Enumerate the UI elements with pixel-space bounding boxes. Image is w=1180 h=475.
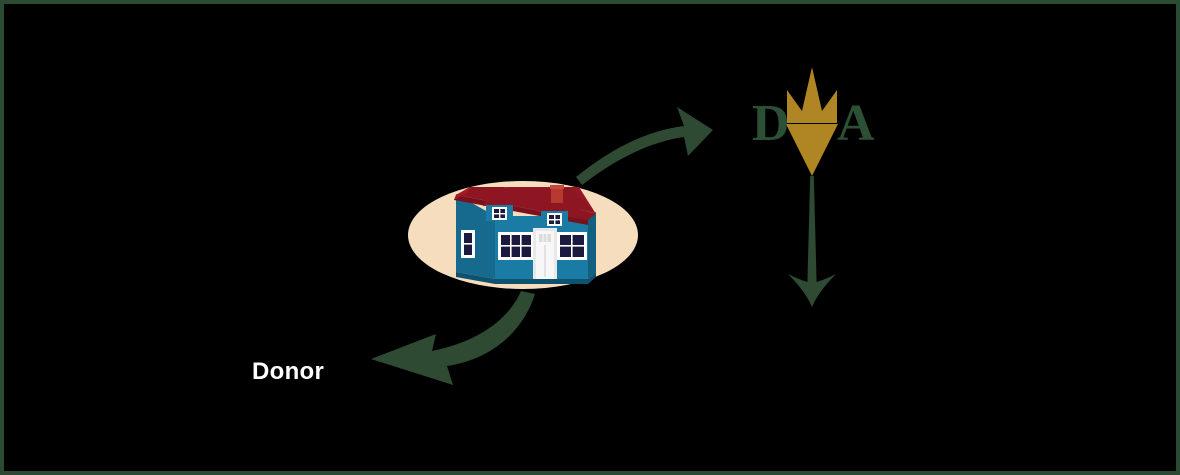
crown-icon [787,67,837,123]
house-chimney [551,186,563,204]
arrow-logo-down-shape [788,176,836,307]
house-door-mullion-1 [542,234,544,242]
arrow-house-to-logo-shape [576,107,713,185]
house-illustration [454,185,596,284]
arrow-house-to-logo [576,107,713,185]
house-door-light [539,234,551,242]
crown-base-triangle-icon [786,124,838,176]
house-foundation [456,272,596,284]
house-front-window-left-mullion-h [501,245,531,247]
house-door-mullion-2 [546,234,548,242]
house-front-window-right-mullion-h [560,245,584,247]
logo-letter-d: D [752,95,790,152]
house-door-stile [544,245,546,277]
diagram-graphics [371,107,836,385]
house-roof-left-slope [454,187,470,200]
donor-label: Donor [252,358,325,385]
logo-letter-a: A [837,95,875,152]
organization-logo [786,67,838,176]
arrow-house-to-donor-shape [371,291,535,385]
house-chimney-cap [550,185,564,189]
house-right-wall [588,212,596,279]
arrow-house-to-donor [371,291,535,385]
house-dormer-right-roof [538,203,571,212]
arrow-logo-down [788,176,836,307]
house-side-window-mullion [464,243,472,245]
house-dormer-left-mullion-h [494,213,505,215]
house-dormer-right-mullion-h [549,219,560,221]
house-dormer-left-roof [483,197,516,206]
